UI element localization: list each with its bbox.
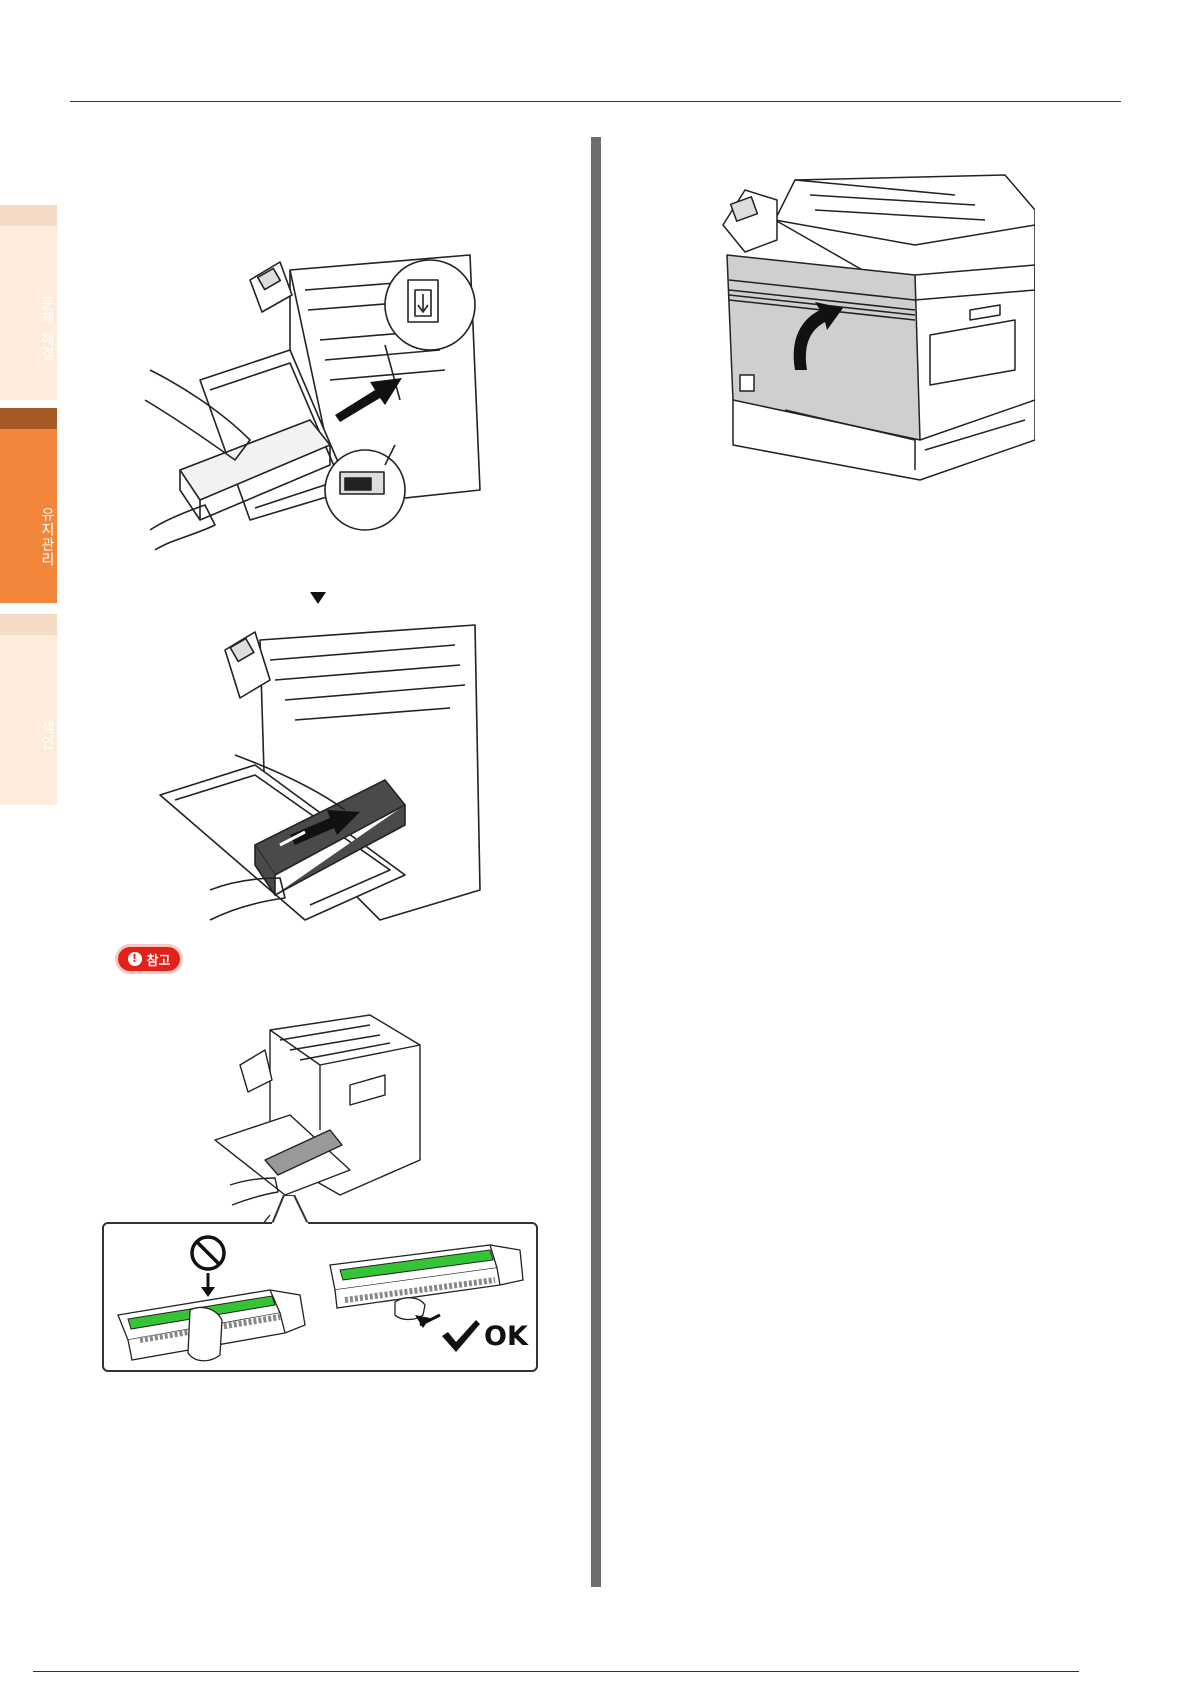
header-rule bbox=[70, 101, 1121, 102]
drum-push-illustration bbox=[155, 620, 485, 940]
next-step-arrow-icon bbox=[310, 592, 326, 604]
ok-label: OK bbox=[484, 1321, 528, 1352]
drum-insert-illustration bbox=[140, 250, 490, 580]
prohibited-icon bbox=[192, 1237, 224, 1269]
exclamation-icon: ! bbox=[128, 952, 142, 966]
note-label: 참고 bbox=[147, 950, 171, 969]
close-front-cover-illustration bbox=[715, 170, 1035, 490]
column-divider bbox=[591, 137, 601, 1587]
tab-index-label: 색인 bbox=[0, 720, 57, 750]
tab-maintenance-label: 유지관리 bbox=[0, 507, 57, 567]
drum-wrong-handling-illustration bbox=[110, 1235, 320, 1365]
tab-index[interactable]: 색인 bbox=[0, 614, 57, 805]
drum-handling-overview-illustration bbox=[210, 1010, 430, 1230]
footer-rule bbox=[33, 1671, 1079, 1672]
tab-troubleshooting[interactable]: 문제 해결 bbox=[0, 205, 57, 400]
tab-maintenance[interactable]: 유지관리 bbox=[0, 408, 57, 603]
tab-troubleshooting-label: 문제 해결 bbox=[0, 296, 57, 361]
note-badge: ! 참고 bbox=[118, 947, 180, 971]
callout-pointer bbox=[270, 1195, 310, 1225]
checkmark-icon bbox=[440, 1318, 482, 1354]
